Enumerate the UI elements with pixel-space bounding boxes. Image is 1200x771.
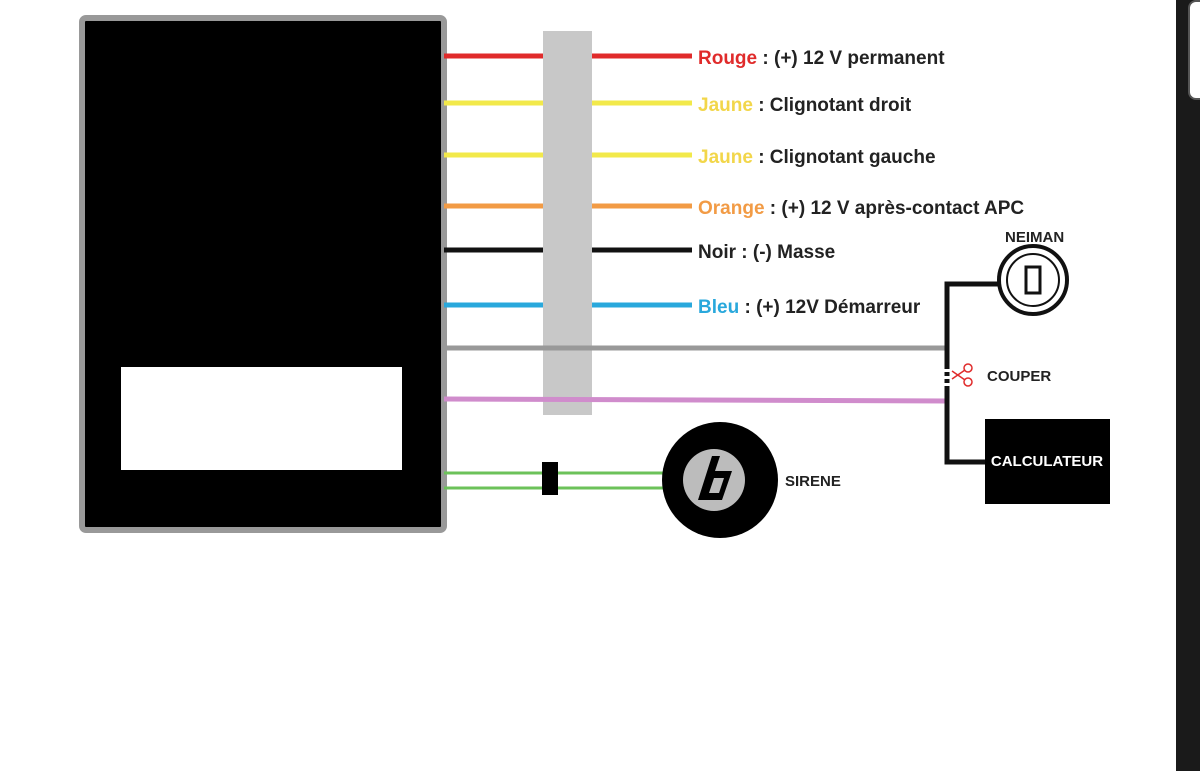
wire-description: : (+) 12 V permanent	[757, 48, 945, 69]
wire-color-name: Jaune	[698, 147, 753, 168]
calculateur-wire	[944, 386, 986, 465]
colored-wires	[444, 53, 692, 308]
wire-description: : Clignotant gauche	[753, 147, 936, 168]
neiman-wire	[944, 281, 1000, 365]
sirene-label: SIRENE	[785, 473, 841, 490]
alarm-unit-label-panel	[121, 367, 402, 470]
fuse-holder	[542, 462, 558, 495]
calculateur-label: CALCULATEUR	[991, 453, 1103, 470]
wire-label-3: Orange : (+) 12 V après-contact APC	[698, 198, 1024, 219]
wire-color-name: Bleu	[698, 297, 739, 318]
wire-label-1: Jaune : Clignotant droit	[698, 95, 912, 116]
wire-label-5: Bleu : (+) 12V Démarreur	[698, 297, 921, 318]
scissors-icon	[951, 363, 973, 387]
siren-icon	[662, 422, 778, 538]
couper-label: COUPER	[987, 368, 1051, 385]
side-panel	[1176, 0, 1200, 771]
wire-color-name: Orange	[698, 198, 765, 219]
wire-purple	[443, 396, 948, 404]
wire-color-name: Jaune	[698, 95, 753, 116]
wire-description: : (-) Masse	[736, 242, 835, 263]
connector-bar	[543, 31, 592, 415]
wire-description: : (+) 12V Démarreur	[739, 297, 921, 318]
wire-description: : (+) 12 V après-contact APC	[765, 198, 1025, 219]
wire-label-0: Rouge : (+) 12 V permanent	[698, 48, 945, 69]
scroll-handle[interactable]	[1188, 0, 1200, 100]
wire-color-name: Rouge	[698, 48, 757, 69]
neiman-label: NEIMAN	[1005, 229, 1064, 246]
calculateur-box	[985, 419, 1110, 504]
wire-color-name: Noir	[698, 242, 737, 263]
wire-label-2: Jaune : Clignotant gauche	[698, 147, 936, 168]
wire-description: : Clignotant droit	[753, 95, 912, 116]
wire-label-4: Noir : (-) Masse	[698, 242, 835, 263]
ignition-lock-icon	[997, 244, 1069, 316]
